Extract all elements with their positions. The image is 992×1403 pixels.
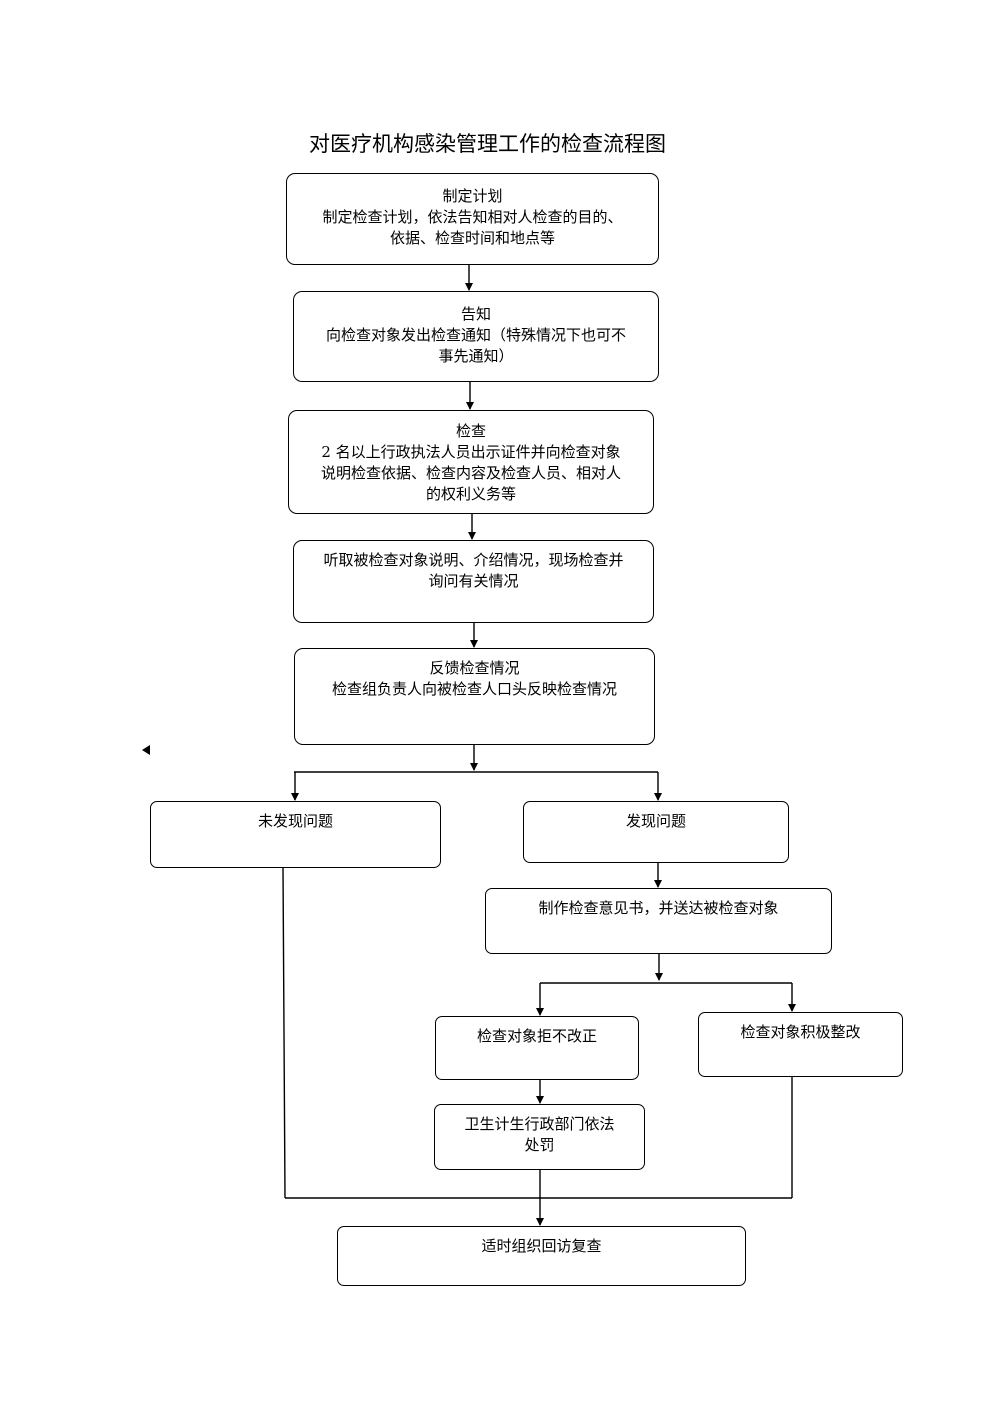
step-refuse: 检查对象拒不改正: [435, 1016, 639, 1080]
flowchart-title: 对医疗机构感染管理工作的检查流程图: [309, 132, 666, 156]
step-listen: 听取被检查对象说明、介绍情况，现场检查并 询问有关情况: [293, 540, 654, 623]
step-problem-found: 发现问题: [523, 801, 789, 863]
step-listen-line-1: 听取被检查对象说明、介绍情况，现场检查并: [323, 551, 624, 569]
step-penalty: 卫生计生行政部门依法 处罚: [434, 1104, 645, 1170]
step-plan-heading: 制定计划: [442, 187, 503, 205]
step-recheck: 适时组织回访复查: [337, 1226, 746, 1286]
step-inspect-line-2: 说明检查依据、检查内容及检查人员、相对人: [320, 464, 621, 482]
step-refuse-label: 检查对象拒不改正: [476, 1027, 597, 1045]
line-no-problem-down: [282, 867, 286, 1199]
step-feedback: 反馈检查情况 检查组负责人向被检查人口头反映检查情况: [294, 648, 655, 745]
step-plan-line-2: 依据、检查时间和地点等: [389, 229, 555, 247]
step-inspect: 检查 2 名以上行政执法人员出示证件并向检查对象 说明检查依据、检查内容及检查人…: [288, 410, 654, 514]
step-problem-found-label: 发现问题: [625, 812, 686, 830]
step-notify: 告知 向检查对象发出检查通知（特殊情况下也可不 事先通知）: [293, 291, 659, 382]
step-rectify: 检查对象积极整改: [698, 1012, 903, 1077]
step-listen-line-2: 询问有关情况: [428, 572, 519, 590]
step-no-problem: 未发现问题: [150, 801, 441, 868]
step-inspect-line-3: 的权利义务等: [425, 485, 516, 503]
step-penalty-line-2: 处罚: [524, 1136, 555, 1154]
step-penalty-line-1: 卫生计生行政部门依法: [464, 1115, 615, 1133]
step-feedback-heading: 反馈检查情况: [429, 659, 520, 677]
step-plan-line-1: 制定检查计划，依法告知相对人检查的目的、: [322, 208, 623, 226]
step-no-problem-label: 未发现问题: [257, 812, 333, 830]
step-inspect-heading: 检查: [455, 422, 486, 440]
step-recheck-label: 适时组织回访复查: [481, 1237, 602, 1255]
step-opinion: 制作检查意见书，并送达被检查对象: [485, 888, 832, 954]
stray-arrow-mark: [142, 745, 150, 755]
step-plan: 制定计划 制定检查计划，依法告知相对人检查的目的、 依据、检查时间和地点等: [286, 173, 659, 265]
step-opinion-label: 制作检查意见书，并送达被检查对象: [538, 899, 779, 917]
step-rectify-label: 检查对象积极整改: [740, 1023, 861, 1041]
step-feedback-line-1: 检查组负责人向被检查人口头反映检查情况: [331, 680, 617, 698]
step-inspect-line-1: 2 名以上行政执法人员出示证件并向检查对象: [321, 443, 621, 461]
step-notify-line-2: 事先通知）: [438, 347, 514, 365]
step-notify-heading: 告知: [460, 305, 491, 323]
step-notify-line-1: 向检查对象发出检查通知（特殊情况下也可不: [325, 326, 626, 344]
